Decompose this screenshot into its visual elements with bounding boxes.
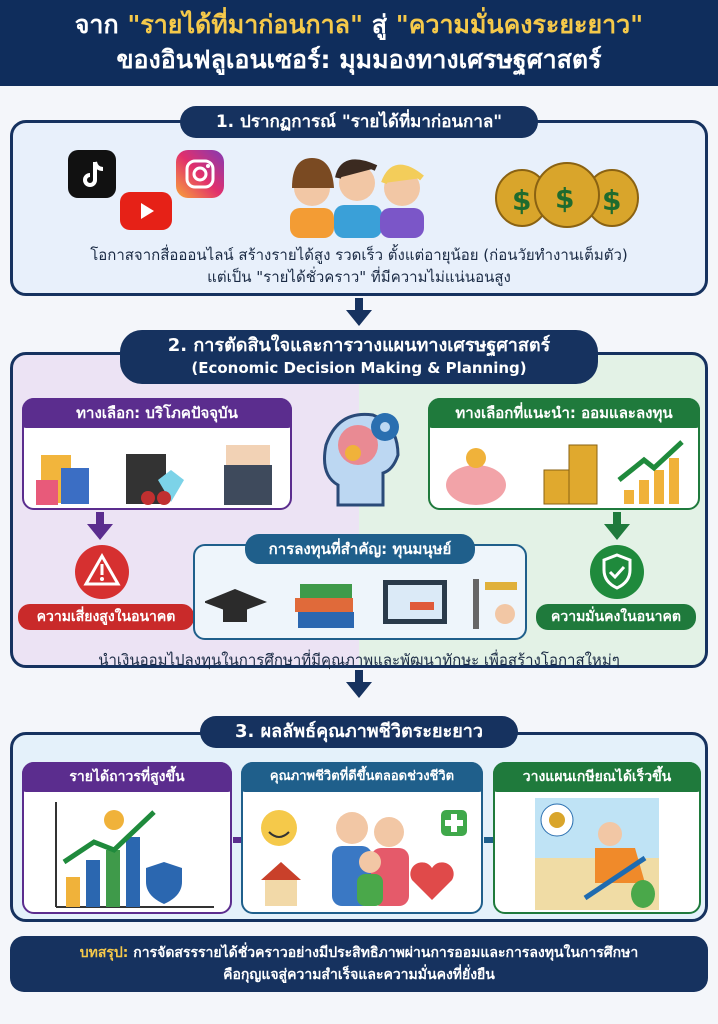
arrow-stem <box>96 512 104 526</box>
higher-income-card: รายได้ถาวรที่สูงขึ้น <box>22 762 232 914</box>
section1-description-line2: แต่เป็น "รายได้ชั่วคราว" ที่มีความไม่แน่… <box>207 268 511 286</box>
consume-now-card: ทางเลือก: บริโภคปัจจุบัน <box>22 398 292 510</box>
down-arrow-icon <box>604 524 630 540</box>
piggy-bank-coins-growth-icon <box>444 440 689 506</box>
quality-of-life-card: คุณภาพชีวิตที่ดีขึ้นตลอดช่วงชีวิต <box>241 762 483 914</box>
section2-title: 2. การตัดสินใจและการวางแผนทางเศรษฐศาสตร์ <box>167 335 551 356</box>
conclusion-label: บทสรุป: <box>79 945 129 961</box>
shopping-bags-icon <box>36 440 281 506</box>
svg-text:$: $ <box>602 184 621 217</box>
section2-subtitle: (Economic Decision Making & Planning) <box>191 359 527 377</box>
title-prefix: จาก <box>74 10 128 39</box>
consume-now-title: ทางเลือก: บริโภคปัจจุบัน <box>22 398 292 428</box>
tiktok-icon <box>68 150 116 198</box>
arrow-stem <box>613 512 621 526</box>
section1-title: 1. ปรากฏการณ์ "รายได้ที่มาก่อนกาล" <box>180 106 538 138</box>
early-retirement-card: วางแผนเกษียณได้เร็วขึ้น <box>493 762 701 914</box>
brain-gear-head-icon <box>313 405 408 515</box>
section2-footer-text: นำเงินออมไปลงทุนในการศึกษาที่มีคุณภาพและ… <box>98 651 620 669</box>
down-arrow-icon <box>87 524 113 540</box>
title-quote-early-income: "รายได้ที่มาก่อนกาล" <box>127 10 364 39</box>
header-banner: จาก "รายได้ที่มาก่อนกาล" สู่ "ความมั่นคง… <box>0 0 718 86</box>
save-invest-card: ทางเลือกที่แนะนำ: ออมและลงทุน <box>428 398 700 510</box>
down-arrow-icon <box>346 682 372 698</box>
conclusion-line1: บทสรุป: การจัดสรรรายได้ชั่วคราวอย่างมีปร… <box>10 942 708 964</box>
save-invest-title: ทางเลือกที่แนะนำ: ออมและลงทุน <box>428 398 700 428</box>
section3-title: 3. ผลลัพธ์คุณภาพชีวิตระยะยาว <box>200 716 518 748</box>
arrow-stem <box>484 837 494 843</box>
quality-of-life-title: คุณภาพชีวิตที่ดีขึ้นตลอดช่วงชีวิต <box>241 762 483 792</box>
title-mid: สู่ <box>363 10 396 39</box>
conclusion-line2: คือกุญแจสู่ความสำเร็จและความมั่นคงที่ยั่… <box>223 967 495 983</box>
warning-icon <box>74 544 130 600</box>
section2-title-pill: 2. การตัดสินใจและการวางแผนทางเศรษฐศาสตร์… <box>120 330 598 384</box>
youtube-icon <box>120 192 172 230</box>
main-title: จาก "รายได้ที่มาก่อนกาล" สู่ "ความมั่นคง… <box>0 8 718 42</box>
human-capital-card: การลงทุนที่สำคัญ: ทุนมนุษย์ <box>193 534 527 640</box>
title-quote-long-term-security: "ความมั่นคงระยะยาว" <box>395 10 644 39</box>
future-risk-label: ความเสี่ยงสูงในอนาคต <box>18 604 194 630</box>
svg-text:$: $ <box>555 182 574 215</box>
human-capital-title: การลงทุนที่สำคัญ: ทุนมนุษย์ <box>245 534 475 564</box>
arrow-stem <box>233 837 243 843</box>
influencers-illustration <box>262 143 452 238</box>
main-subtitle: ของอินฟลูเอนเซอร์: มุมมองทางเศรษฐศาสตร์ <box>116 45 602 74</box>
higher-income-title: รายได้ถาวรที่สูงขึ้น <box>22 762 232 792</box>
conclusion-banner: บทสรุป: การจัดสรรรายได้ชั่วคราวอย่างมีปร… <box>10 936 708 992</box>
happy-family-icon <box>257 800 471 910</box>
money-bags-icon: $ $ $ <box>492 140 642 230</box>
instagram-icon <box>176 150 224 198</box>
early-retirement-title: วางแผนเกษียณได้เร็วขึ้น <box>493 762 701 792</box>
education-skills-icons <box>205 574 520 636</box>
arrow-stem <box>355 670 363 684</box>
conclusion-text1: การจัดสรรรายได้ชั่วคราวอย่างมีประสิทธิภา… <box>128 945 639 961</box>
income-growth-chart-icon <box>54 802 214 910</box>
arrow-stem <box>355 298 363 312</box>
shield-check-icon <box>589 544 645 600</box>
down-arrow-icon <box>346 310 372 326</box>
section1-description-line1: โอกาสจากสื่อออนไลน์ สร้างรายได้สูง รวดเร… <box>90 246 628 264</box>
retirement-beach-icon <box>535 798 659 910</box>
svg-text:$: $ <box>512 184 531 217</box>
future-security-label: ความมั่นคงในอนาคต <box>536 604 696 630</box>
